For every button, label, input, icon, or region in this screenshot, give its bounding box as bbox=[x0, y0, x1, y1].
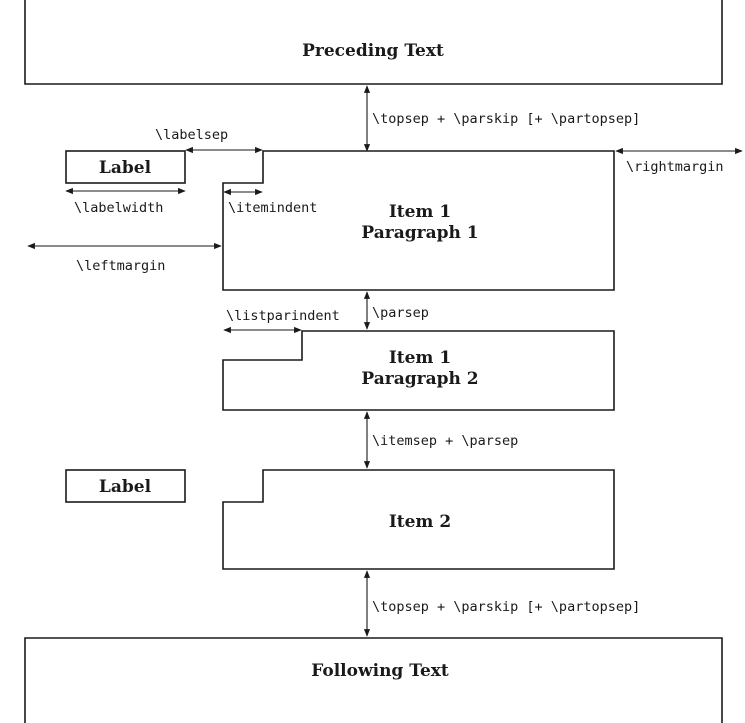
item1-para1-line2: Paragraph 1 bbox=[361, 223, 478, 243]
topsep-bottom-label: \topsep + \parskip [+ \partopsep] bbox=[372, 599, 640, 615]
parsep-label: \parsep bbox=[372, 305, 429, 321]
item1-para1-line1: Item 1 bbox=[389, 202, 451, 222]
item1-paragraph2-box bbox=[222, 330, 615, 411]
item2-box bbox=[222, 469, 615, 570]
item1-paragraph1-box bbox=[222, 150, 615, 291]
item1-para2-line1: Item 1 bbox=[389, 348, 451, 368]
following-text-label: Following Text bbox=[311, 661, 449, 681]
label-box-1-text: Label bbox=[99, 158, 152, 178]
labelwidth-label: \labelwidth bbox=[74, 200, 163, 216]
labelsep-label: \labelsep bbox=[155, 127, 228, 143]
item2-text: Item 2 bbox=[389, 512, 451, 532]
itemsep-label: \itemsep + \parsep bbox=[372, 433, 518, 449]
label-box-1 bbox=[65, 150, 186, 184]
preceding-text-box bbox=[24, 0, 723, 85]
topsep-top-label: \topsep + \parskip [+ \partopsep] bbox=[372, 111, 640, 127]
following-text-box bbox=[24, 637, 723, 723]
item1-para2-line2: Paragraph 2 bbox=[361, 369, 478, 389]
listparindent-label: \listparindent bbox=[226, 308, 340, 324]
leftmargin-label: \leftmargin bbox=[76, 258, 165, 274]
itemindent-label: \itemindent bbox=[228, 200, 317, 216]
rightmargin-label: \rightmargin bbox=[626, 159, 724, 175]
label-box-2 bbox=[65, 469, 186, 503]
preceding-text-label: Preceding Text bbox=[302, 41, 444, 61]
label-box-2-text: Label bbox=[99, 477, 152, 497]
